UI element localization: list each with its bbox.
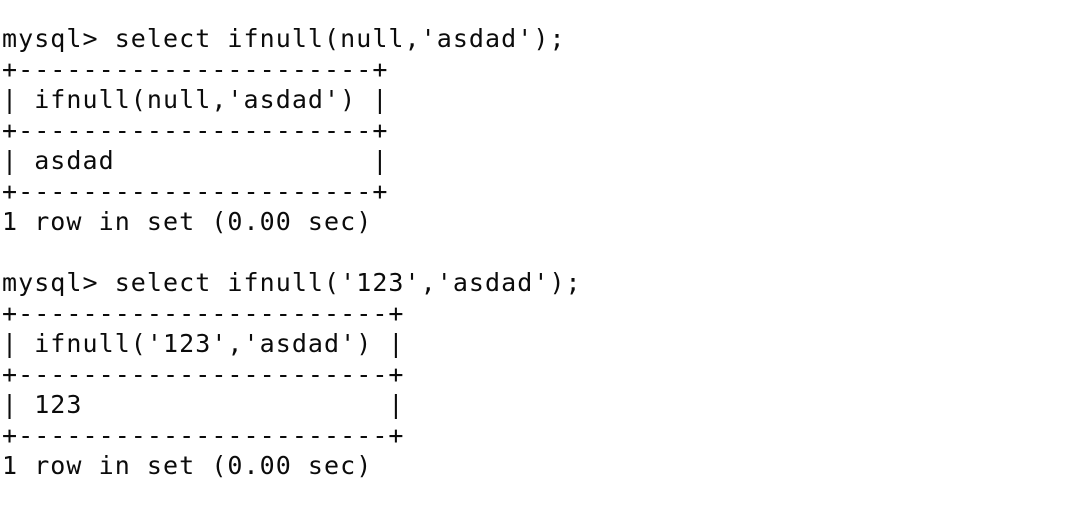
query-status-1: 1 row in set (0.00 sec) [2,207,373,236]
table-top-border-1: +----------------------+ [2,54,389,84]
table-header-row-1: | ifnull(null,'asdad') | [2,85,389,114]
table-value-row-2: | 123 | [2,390,405,419]
table-bottom-border-1: +----------------------+ [2,176,389,206]
table-mid-border-1: +----------------------+ [2,115,389,145]
table-top-border-2: +-----------------------+ [2,298,405,328]
table-header-row-2: | ifnull('123','asdad') | [2,329,405,358]
command-line-2: mysql> select ifnull('123','asdad'); [2,268,582,297]
query-status-2: 1 row in set (0.00 sec) [2,451,373,480]
command-line-1: mysql> select ifnull(null,'asdad'); [2,24,566,53]
table-mid-border-2: +-----------------------+ [2,359,405,389]
table-value-row-1: | asdad | [2,146,389,175]
table-bottom-border-2: +-----------------------+ [2,420,405,450]
blank-line [2,238,1078,269]
